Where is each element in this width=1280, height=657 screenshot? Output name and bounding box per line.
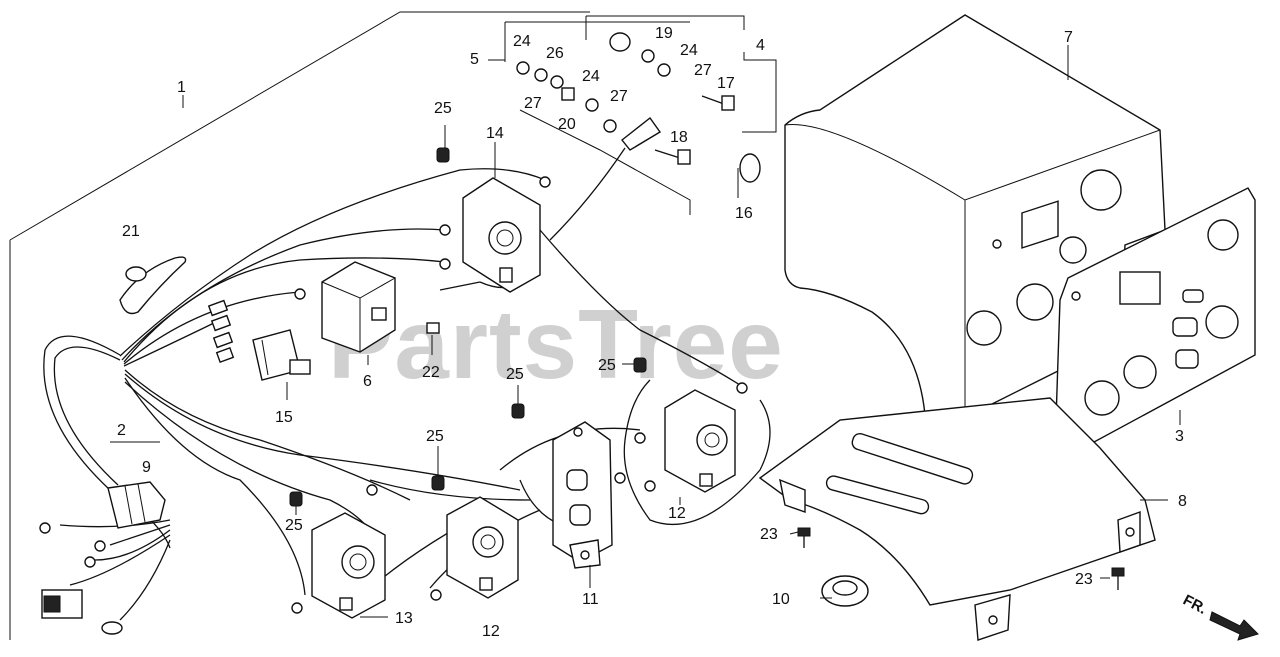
base-plate [758, 397, 1156, 641]
callout-27c: 27 [610, 88, 628, 105]
toggle-switch-15 [252, 329, 311, 381]
harness-plug [41, 589, 123, 635]
callout-13: 13 [395, 610, 413, 627]
nut-19 [609, 32, 631, 52]
bolt-17 [701, 95, 735, 111]
receptacle-12-right [664, 389, 736, 493]
callout-21: 21 [122, 223, 140, 240]
callout-19: 19 [655, 25, 673, 42]
callout-6: 6 [363, 373, 372, 390]
pin-22 [426, 322, 440, 334]
harness-connector-9 [107, 481, 166, 529]
callout-24b: 24 [680, 42, 698, 59]
callout-27b: 27 [694, 62, 712, 79]
terminal-clips [207, 299, 235, 363]
arrow-icon [1209, 611, 1259, 641]
callout-8: 8 [1178, 493, 1187, 510]
callout-labels: 1 2 3 4 5 6 7 8 9 10 11 12 12 13 14 15 1… [117, 25, 1187, 640]
callout-26: 26 [546, 45, 564, 62]
watermark-text: PartsTree [328, 289, 784, 399]
callout-27a: 27 [524, 95, 542, 112]
callout-3: 3 [1175, 428, 1184, 445]
callout-14: 14 [486, 125, 504, 142]
callout-1: 1 [177, 79, 186, 96]
leader-lines [110, 45, 1181, 618]
callout-25b: 25 [598, 357, 616, 374]
kit-bracket-4 [585, 15, 777, 133]
callout-23b: 23 [1075, 571, 1093, 588]
kit-bracket-5 [488, 21, 691, 215]
callout-7: 7 [1064, 29, 1073, 46]
callout-22: 22 [422, 364, 440, 381]
bolt-18 [654, 149, 691, 165]
callout-18: 18 [670, 129, 688, 146]
assembly-boundary [9, 11, 590, 640]
grommet-16 [739, 153, 761, 183]
callout-10: 10 [772, 591, 790, 608]
callout-5: 5 [470, 51, 479, 68]
callout-25c: 25 [506, 366, 524, 383]
fr-label: FR. [1180, 592, 1209, 618]
rubber-caps-25 [289, 147, 647, 507]
callout-11: 11 [582, 591, 599, 608]
callout-20: 20 [558, 116, 576, 133]
callout-25d: 25 [426, 428, 444, 445]
grommet-10 [821, 575, 869, 607]
callout-15: 15 [275, 409, 293, 426]
callout-17: 17 [717, 75, 735, 92]
wire-harness [39, 168, 771, 621]
callout-16: 16 [735, 205, 753, 222]
control-panel [1054, 187, 1256, 456]
callout-9: 9 [142, 459, 151, 476]
front-direction-marker: FR. [1180, 592, 1259, 641]
ground-lug [549, 116, 662, 241]
callout-23a: 23 [760, 526, 778, 543]
receptacle-11 [552, 421, 613, 569]
washer-stack [516, 49, 671, 133]
callout-25a: 25 [434, 100, 452, 117]
callout-24c: 24 [582, 68, 600, 85]
callout-12-right: 12 [668, 505, 686, 522]
callout-25e: 25 [285, 517, 303, 534]
callout-24a: 24 [513, 33, 531, 50]
receptacle-14 [462, 177, 541, 293]
screw-23b [1111, 567, 1125, 590]
receptacle-12-bottom [446, 496, 519, 599]
breaker-6 [321, 261, 396, 353]
receptacle-13 [311, 512, 386, 619]
cable-clamp-21 [119, 256, 187, 315]
callout-2: 2 [117, 422, 126, 439]
screw-23a [797, 527, 811, 548]
callout-12-bottom: 12 [482, 623, 500, 640]
callout-4: 4 [756, 37, 765, 54]
